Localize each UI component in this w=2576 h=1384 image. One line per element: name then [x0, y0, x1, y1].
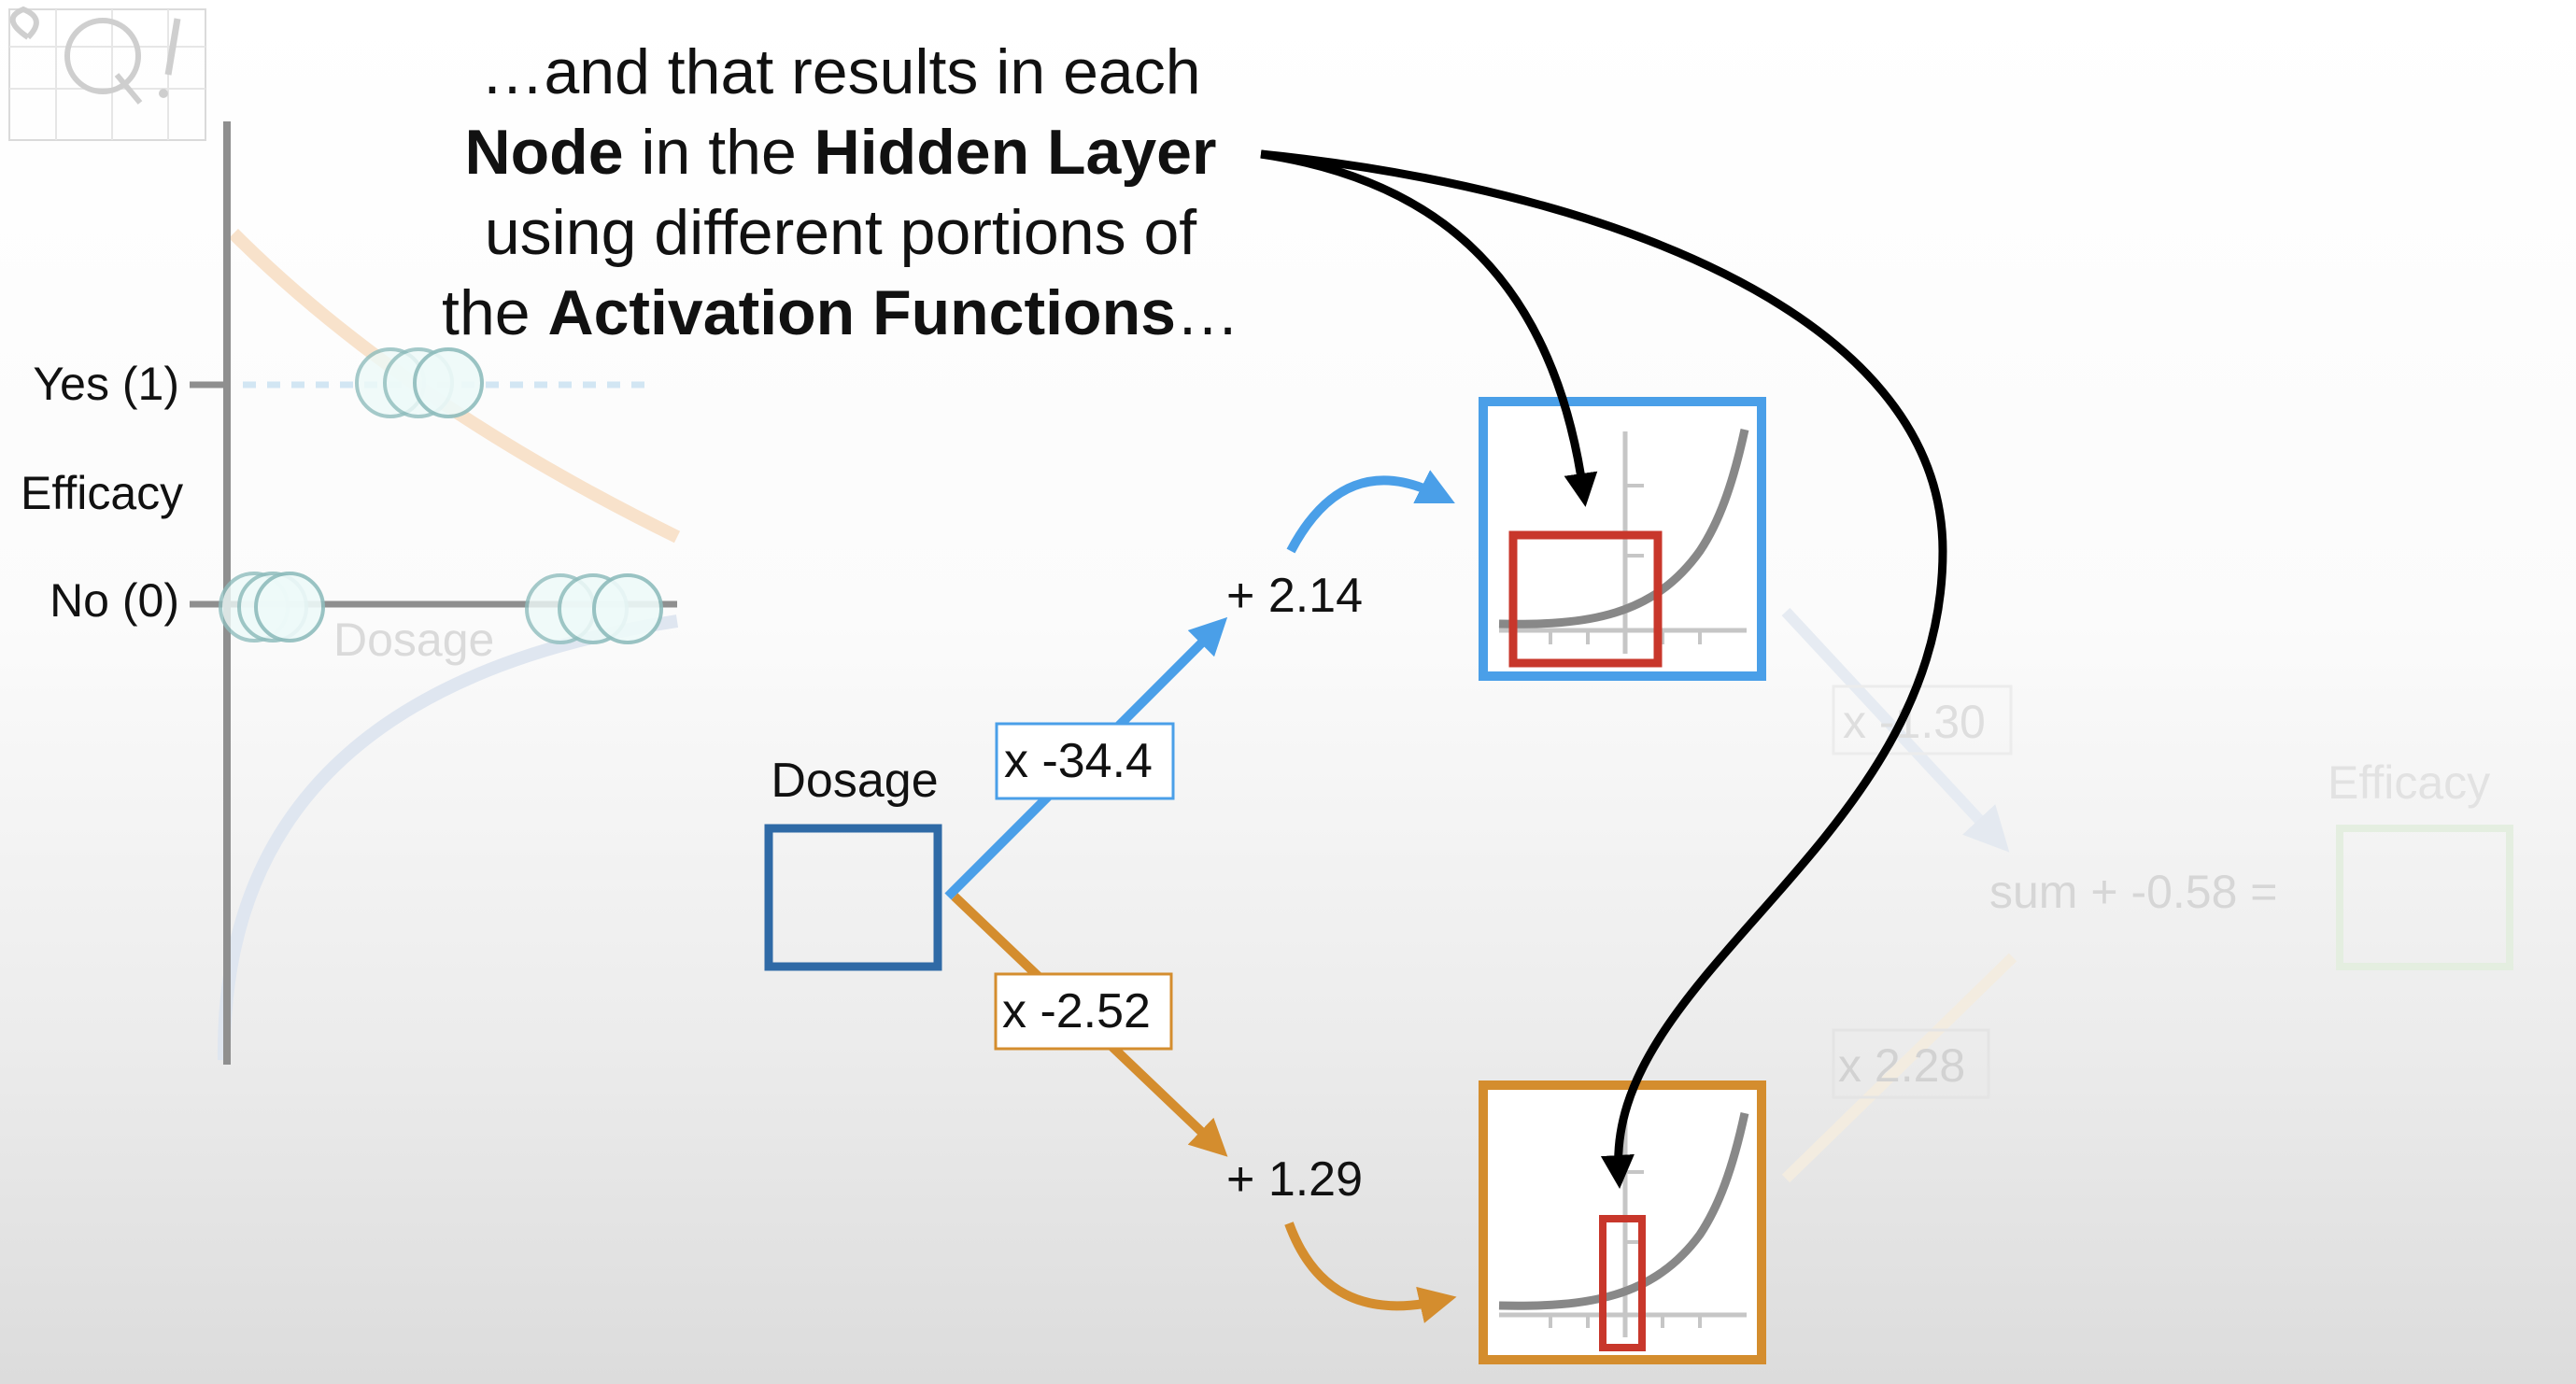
- faded-output-label: Efficacy: [2328, 756, 2490, 809]
- bottom-highlight-region: [1599, 1215, 1646, 1351]
- faded-blue-curve: [217, 614, 679, 1061]
- faded-efficacy-graph: Yes (1) Efficacy No (0) Dosage: [21, 121, 681, 1065]
- top-highlight-region: [1508, 530, 1663, 668]
- caption-text: …: [1175, 277, 1239, 348]
- bottom-activation-curve: [1498, 1112, 1749, 1310]
- efficacy-axis-label: Efficacy: [21, 467, 183, 519]
- caption-text: using different portions of: [484, 197, 1197, 268]
- faded-bottom-weight: x 2.28: [1838, 1039, 1965, 1092]
- caption-bold-activation-functions: Activation Functions: [547, 277, 1176, 348]
- caption-line-1: …and that results in each: [374, 32, 1308, 112]
- no-data-points-low: [219, 572, 325, 643]
- no-label: No (0): [50, 574, 179, 627]
- caption-bold-hidden-layer: Hidden Layer: [814, 117, 1217, 188]
- bottom-bias-arrow: [1284, 1222, 1457, 1323]
- caption-text: in the: [623, 117, 814, 188]
- faded-output-section: x -1.30 x 2.28 sum + -0.58 = Efficacy: [1781, 607, 2513, 1183]
- dosage-axis-label: Dosage: [333, 614, 494, 666]
- caption-text: …and that results in each: [480, 36, 1201, 107]
- caption-bold-node: Node: [464, 117, 624, 188]
- data-point: [592, 573, 663, 644]
- faded-top-weight-box: [1832, 685, 2013, 756]
- data-point: [413, 347, 484, 418]
- bottom-bias: + 1.29: [1226, 1152, 1363, 1207]
- yes-label: Yes (1): [33, 358, 179, 410]
- top-activation-curve: [1498, 429, 1749, 628]
- bottom-hidden-node: [1479, 1080, 1766, 1364]
- bottom-weight-box: [994, 972, 1173, 1051]
- faded-sum-text: sum + -0.58 =: [1989, 866, 2278, 918]
- data-point: [254, 572, 325, 643]
- caption-line-3: using different portions of: [374, 192, 1308, 273]
- faded-bottom-weight-box: [1832, 1028, 1990, 1099]
- top-bias-arrow: [1286, 470, 1455, 554]
- faded-output-node: [2336, 825, 2513, 970]
- top-weight-box: [995, 722, 1175, 800]
- input-label: Dosage: [771, 754, 938, 808]
- caption-text: the: [442, 277, 548, 348]
- top-hidden-node: [1479, 397, 1766, 681]
- top-weight: x -34.4: [1004, 734, 1153, 788]
- caption-line-2: Node in the Hidden Layer: [374, 112, 1308, 192]
- pointer-arrow-bottom: [1260, 149, 1947, 1189]
- caption-line-4: the Activation Functions…: [374, 273, 1308, 353]
- pointer-arrow-top: [1260, 149, 1598, 507]
- input-node: [764, 824, 942, 971]
- statquest-logo-icon: [8, 6, 206, 141]
- bottom-weight: x -2.52: [1002, 984, 1151, 1038]
- faded-top-weight: x -1.30: [1843, 696, 1986, 748]
- yes-data-points: [355, 347, 484, 418]
- no-data-points-high: [525, 573, 663, 644]
- top-bias: + 2.14: [1226, 569, 1363, 623]
- headline-caption: …and that results in each Node in the Hi…: [374, 32, 1308, 353]
